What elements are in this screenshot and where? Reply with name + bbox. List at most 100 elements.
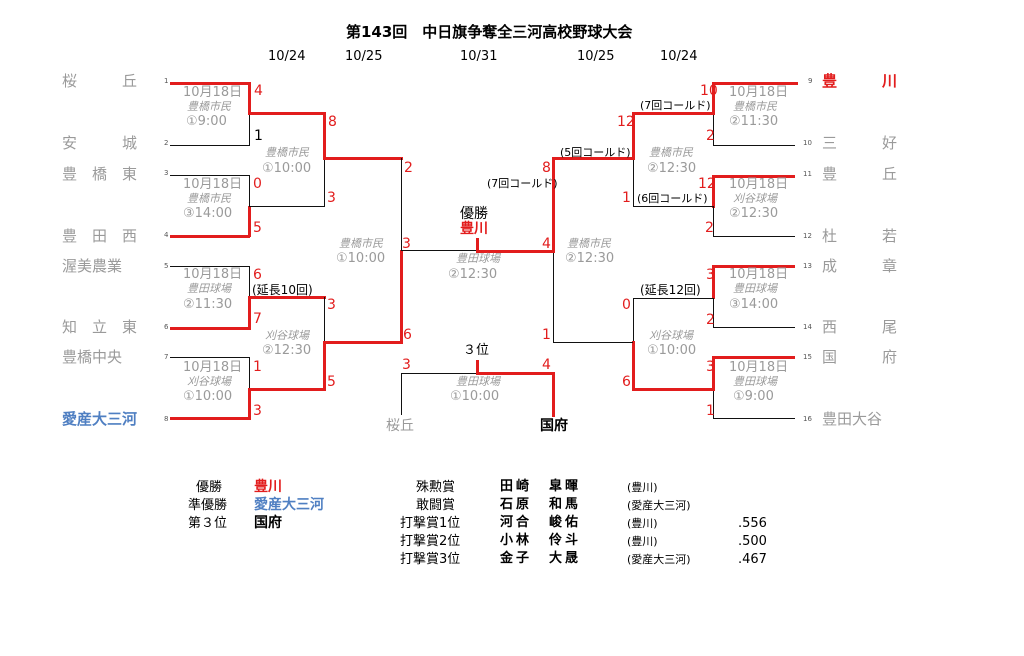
score-team4: 5 [253,220,262,236]
award-player-given: 和馬 [549,497,582,512]
score-team3: 0 [253,176,262,192]
line-r1d-out [248,388,326,391]
seed-11: 11 [803,170,812,178]
line-r1b-win-v [248,206,251,237]
third-place-right-team: 国府 [540,418,568,434]
team-left-2: 安 城 [62,134,138,152]
team-left-1: 桜 丘 [62,72,138,90]
line-team12 [713,236,795,237]
team-left-7: 豊橋中央 [62,348,123,366]
line-final-right [477,250,555,253]
line-r1b-out [249,206,325,207]
line-sf-right-lose-v [553,250,554,342]
team-left-3: 豊 橋 東 [62,165,138,183]
score-team9: 10 [700,83,718,99]
score-team5: 6 [253,267,262,283]
game-venue: 豊田球場 [733,282,777,295]
result-label: 準優勝 [188,498,228,513]
line-r1h-win-v [712,356,715,390]
score-r2-right-d: 6 [622,374,631,390]
champion-label: 優勝 [460,206,488,222]
game-venue: 豊橋市民 [567,237,611,250]
game-slot: ①9:00 [733,389,774,404]
score-team12: 2 [705,220,714,236]
award-name: 打撃賞2位 [400,534,461,549]
line-r2d-win-v [632,341,635,391]
line-r2a-lose-v [324,158,325,206]
game-slot: ②12:30 [448,267,498,282]
line-r2b-lose-v [324,297,325,342]
award-school: (豊川) [627,535,658,548]
date-final: 10/31 [460,49,498,64]
note-called-game: (7回コールド) [640,99,711,112]
team-left-8: 愛産大三河 [62,410,138,428]
line-r2c-win-v [632,112,635,160]
seed-9: 9 [808,77,813,85]
score-r2-right-b: 1 [622,190,631,206]
score-r2-right-c: 0 [622,297,631,313]
game-date: 10月18日 [729,177,789,192]
line-third-left [401,373,477,374]
award-name: 打撃賞3位 [400,552,461,567]
seed-1: 1 [164,77,169,85]
line-team8 [170,417,250,420]
team-left-4: 豊 田 西 [62,227,138,245]
date-r2-left: 10/25 [345,49,383,64]
team-right-9: 豊 川 [822,72,898,90]
game-slot: ①10:00 [262,161,312,176]
note-extra-innings: (延長12回) [640,283,701,297]
award-school: (愛産大三河) [627,553,691,566]
score-team6: 7 [253,311,262,327]
date-r1-right: 10/24 [660,49,698,64]
score-r2-left-a: 8 [328,114,337,130]
line-sf-left-lose-v [401,158,402,250]
game-venue: 豊田球場 [733,375,777,388]
score-team10: 2 [706,128,715,144]
score-team8: 3 [253,403,262,419]
line-r1g-lose-v [713,298,714,327]
third-place-left-team: 桜丘 [386,418,414,434]
team-right-14: 西 尾 [822,318,898,336]
game-slot: ①10:00 [647,343,697,358]
seed-5: 5 [164,262,169,270]
team-left-5: 渥美農業 [62,257,123,275]
score-team14: 2 [706,312,715,328]
result-team: 豊川 [254,479,282,495]
line-r1a-win-v [248,82,251,113]
game-venue: 豊橋市民 [187,192,231,205]
team-right-13: 成 章 [822,257,898,275]
award-player-given: 大晟 [549,551,582,566]
line-final-left [401,250,477,251]
score-team11: 12 [698,176,716,192]
line-team11 [713,175,795,178]
line-r1c-lose-v [249,266,250,297]
game-slot: ③14:00 [729,297,779,312]
line-r2b-win-v [323,341,326,391]
score-r2-left-d: 5 [327,374,336,390]
award-average: .500 [738,534,767,549]
line-r1e-out [633,112,715,115]
award-player-given: 伶斗 [549,533,582,548]
result-label: 優勝 [196,480,223,495]
game-slot: ②12:30 [729,206,779,221]
game-date: 10月18日 [183,267,243,282]
award-average: .556 [738,516,767,531]
game-slot: ②12:30 [647,161,697,176]
seed-4: 4 [164,231,169,239]
award-school: (豊川) [627,517,658,530]
game-venue: 豊橋市民 [733,100,777,113]
line-third-right [477,372,555,375]
seed-6: 6 [164,323,169,331]
line-r1h-lose-v [713,389,714,418]
game-date: 10月18日 [183,177,243,192]
line-r2b-out [323,341,403,344]
award-player-given: 峻佑 [549,515,582,530]
line-r1c-out [248,296,326,299]
note-called-game: (6回コールド) [637,192,708,205]
seed-10: 10 [803,139,812,147]
line-team2 [170,145,250,146]
score-team13: 3 [706,267,715,283]
award-school: (豊川) [627,481,658,494]
line-r2c-lose-v [633,160,634,206]
game-slot: ②12:30 [565,251,615,266]
